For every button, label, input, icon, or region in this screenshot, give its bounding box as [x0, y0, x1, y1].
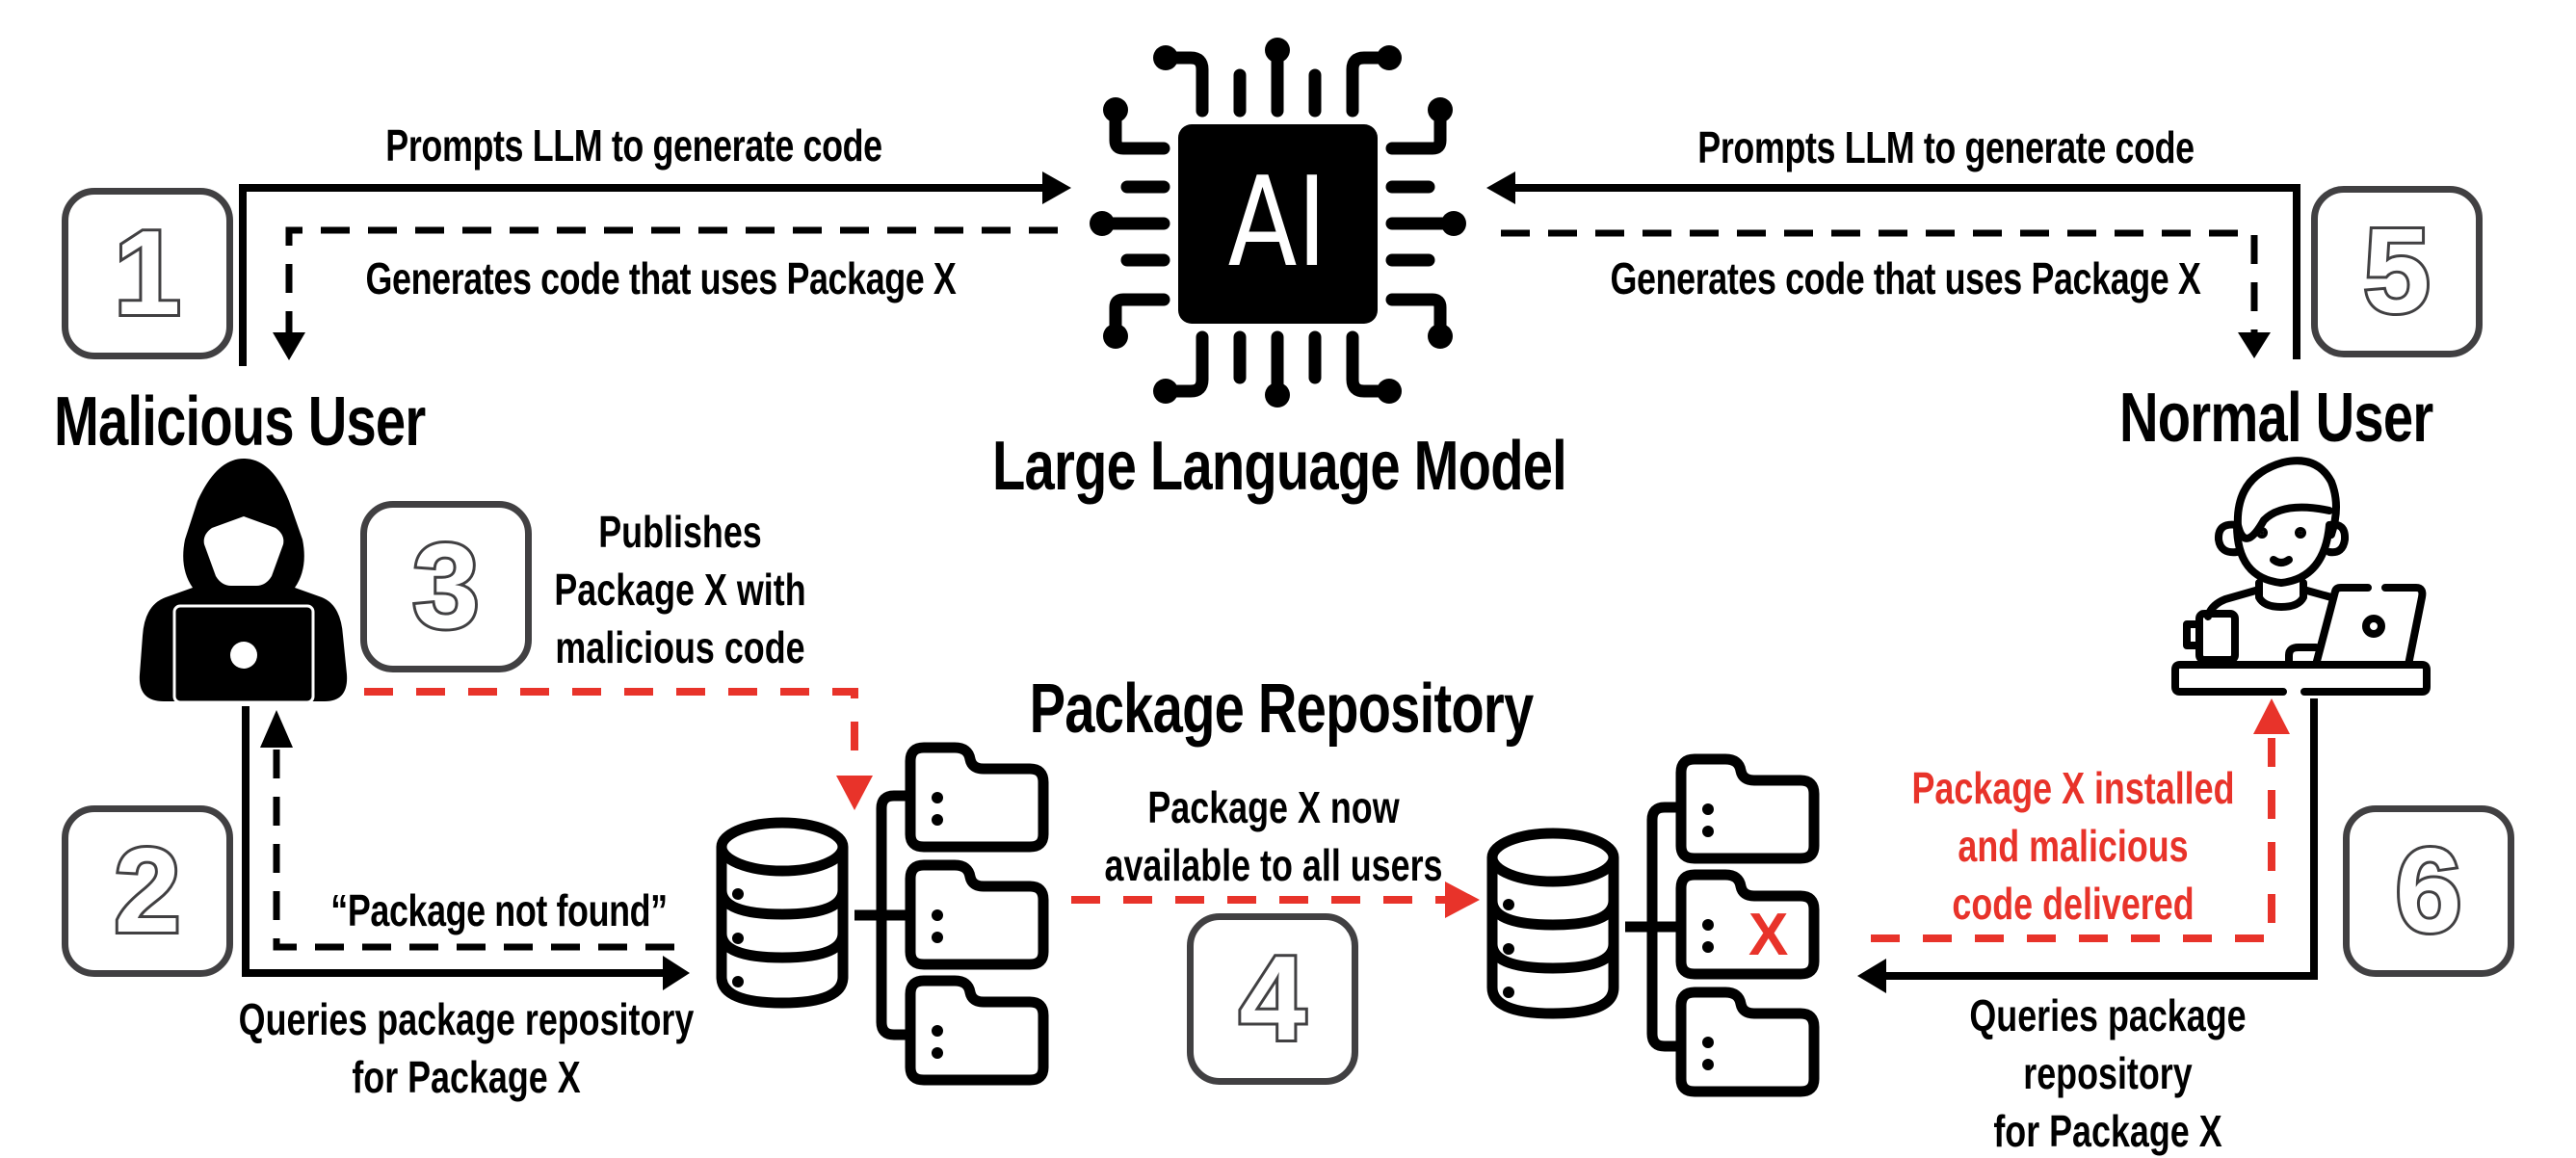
step-number: 6: [2393, 825, 2465, 958]
step-2-badge: 2: [62, 805, 233, 977]
normal-prompt-label: Prompts LLM to generate code: [1697, 122, 2195, 172]
edge-available-arrow: [1071, 882, 1480, 918]
edge-malicious-response-arrow: [273, 226, 1058, 360]
edge-publish-arrow: [364, 688, 873, 810]
hacker-with-laptop-icon: [139, 459, 348, 704]
step-3-badge: 3: [360, 501, 532, 672]
folder-icon: [1681, 759, 1814, 858]
normal-user-title: Normal User: [2119, 380, 2433, 457]
step-number: 4: [1237, 933, 1309, 1066]
publish-label: Publishes Package X with malicious code: [554, 507, 806, 672]
edge-installed-arrow: [1871, 698, 2290, 942]
ai-chip-label: AI: [1227, 151, 1327, 295]
available-label: Package X now available to all users: [1104, 782, 1443, 890]
malicious-prompt-label: Prompts LLM to generate code: [385, 120, 882, 171]
malicious-folder-icon: [1681, 875, 1814, 974]
llm-title: Large Language Model: [992, 428, 1567, 505]
malicious-query-label: Queries package repository for Package X: [238, 994, 695, 1102]
step-5-badge: 5: [2311, 186, 2483, 357]
step-6-badge: 6: [2343, 805, 2514, 977]
folder-icon: [910, 865, 1043, 964]
not-found-label: “Package not found”: [330, 885, 668, 935]
step-1-badge: 1: [62, 188, 233, 359]
folder-icon: [1681, 992, 1814, 1092]
step-number: 3: [410, 520, 483, 653]
edge-normal-query-arrow: [1857, 698, 2318, 993]
edge-malicious-query-arrow: [242, 706, 690, 990]
package-repository-compromised-icon: [1492, 759, 1814, 1092]
edge-normal-response-arrow: [1501, 229, 2271, 358]
folder-icon: [910, 981, 1043, 1080]
step-number: 1: [112, 207, 184, 340]
step-4-badge: 4: [1187, 913, 1358, 1085]
normal-response-label: Generates code that uses Package X: [1610, 253, 2201, 303]
installed-label: Package X installed and malicious code d…: [1911, 763, 2235, 929]
edge-normal-prompt-arrow: [1486, 171, 2300, 359]
step-number: 2: [112, 825, 184, 958]
normal-query-label: Queries package repository for Package X: [1969, 990, 2247, 1156]
malicious-response-label: Generates code that uses Package X: [365, 253, 957, 303]
package-repository-icon: [722, 748, 1043, 1080]
folder-icon: [910, 748, 1043, 847]
repository-title: Package Repository: [1029, 671, 1535, 748]
step-number: 5: [2361, 205, 2433, 338]
malicious-user-title: Malicious User: [54, 383, 426, 461]
malicious-package-x-mark: X: [1748, 902, 1789, 968]
person-at-desk-with-laptop-icon: [2171, 457, 2431, 696]
edge-malicious-prompt-arrow: [239, 171, 1071, 366]
ai-chip-icon: [1090, 38, 1466, 408]
edge-not-found-arrow: [260, 710, 674, 951]
